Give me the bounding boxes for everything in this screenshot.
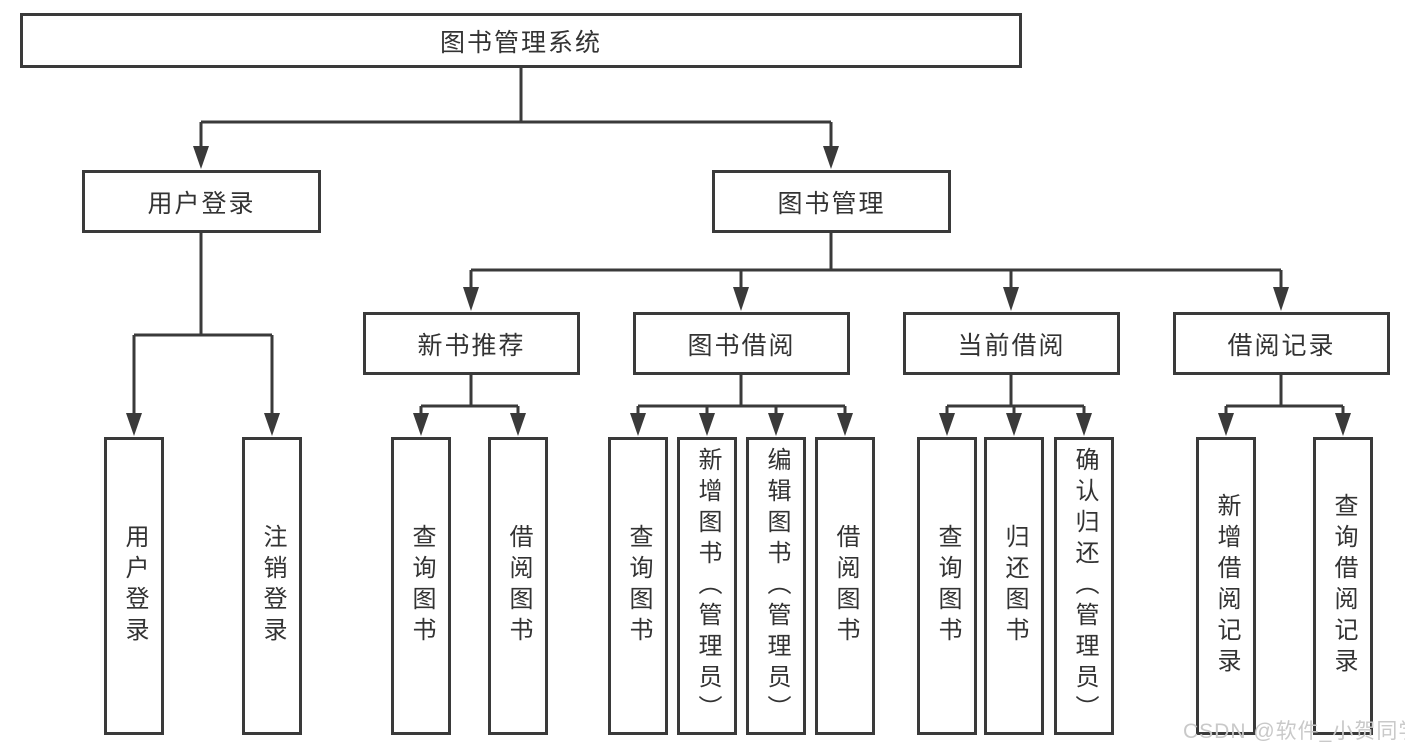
edge-book-borrow-to-leaves	[630, 375, 853, 436]
arrowhead	[1335, 413, 1351, 436]
node-book-borrow: 图书借阅	[633, 312, 850, 375]
arrowhead	[630, 413, 646, 436]
arrowhead	[1006, 413, 1022, 436]
leaf-add-borrow-record: 新增借阅记录	[1196, 437, 1256, 735]
node-borrow-records: 借阅记录	[1173, 312, 1390, 375]
arrowhead	[939, 413, 955, 436]
node-user-login: 用户登录	[82, 170, 321, 233]
edge-borrow-records-to-leaves	[1218, 375, 1351, 436]
leaf-add-books-admin: 新增图书（管理员）	[677, 437, 737, 735]
leaf-return-books: 归还图书	[984, 437, 1044, 735]
leaf-confirm-return-admin: 确认归还（管理员）	[1054, 437, 1114, 735]
leaf-query-books-current: 查询图书	[917, 437, 977, 735]
leaf-borrow-books-recommend: 借阅图书	[488, 437, 548, 735]
edge-root-to-level2	[193, 68, 839, 169]
arrowhead	[1076, 413, 1092, 436]
arrowhead	[193, 146, 209, 169]
node-current-borrow: 当前借阅	[903, 312, 1120, 375]
arrowhead	[1003, 287, 1019, 311]
leaf-query-borrow-record: 查询借阅记录	[1313, 437, 1373, 735]
arrowhead	[413, 413, 429, 436]
leaf-query-books-borrow: 查询图书	[608, 437, 668, 735]
arrowhead	[837, 413, 853, 436]
edge-book-mgmt-to-level3	[463, 233, 1289, 311]
arrowhead	[510, 413, 526, 436]
arrowhead	[1273, 287, 1289, 311]
node-new-book-recommend: 新书推荐	[363, 312, 580, 375]
edge-current-borrow-to-leaves	[939, 375, 1092, 436]
edge-user-login-to-leaves	[126, 233, 280, 436]
arrowhead	[823, 146, 839, 169]
csdn-watermark: CSDN @软件_小贺同学	[1183, 720, 1405, 743]
leaf-logout: 注销登录	[242, 437, 302, 735]
arrowhead	[463, 287, 479, 311]
arrowhead	[733, 287, 749, 311]
edge-new-books-to-leaves	[413, 375, 526, 436]
node-book-management: 图书管理	[712, 170, 951, 233]
arrowhead	[1218, 413, 1234, 436]
leaf-edit-books-admin: 编辑图书（管理员）	[746, 437, 806, 735]
arrowhead	[699, 413, 715, 436]
leaf-borrow-books: 借阅图书	[815, 437, 875, 735]
leaf-query-books-recommend: 查询图书	[391, 437, 451, 735]
node-root-library-system: 图书管理系统	[20, 13, 1022, 68]
arrowhead	[768, 413, 784, 436]
arrowhead	[126, 413, 142, 436]
leaf-user-login: 用户登录	[104, 437, 164, 735]
arrowhead	[264, 413, 280, 436]
